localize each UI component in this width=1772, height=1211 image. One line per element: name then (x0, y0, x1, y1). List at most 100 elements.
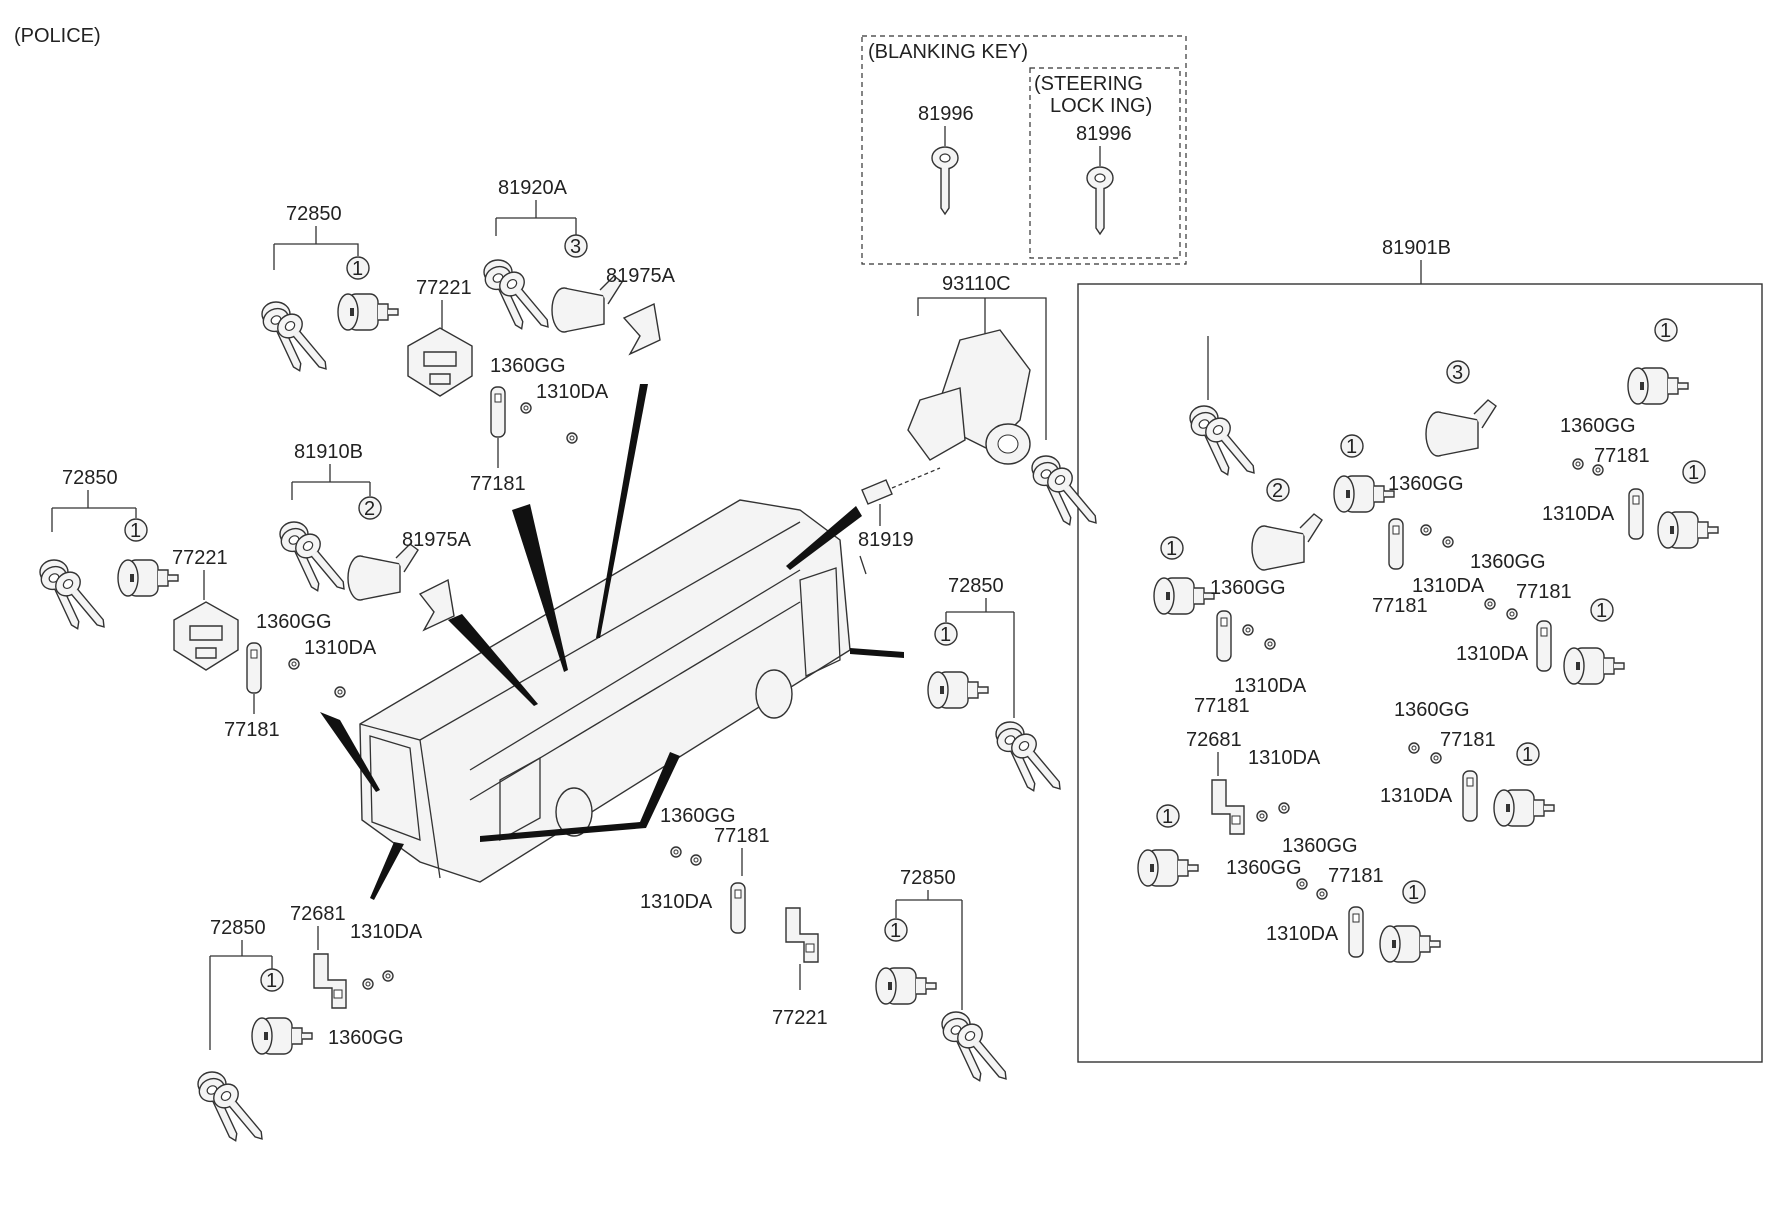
tl-circle-1-text: 1 (352, 258, 363, 280)
l-key-icon (38, 560, 114, 635)
kit-b-circle-1-text: 1 (1660, 320, 1671, 342)
kit-a-clip-77181-code: 77181 (1372, 595, 1428, 617)
kit-j-clip-77181-code: 77181 (1328, 865, 1384, 887)
t-spring-81975a-code: 81975A (606, 265, 676, 287)
kit-a-circle-1 (1340, 434, 1364, 458)
set-81920a-key-icon (482, 260, 558, 335)
kit-i-nut-1310da-icon (1278, 802, 1290, 814)
t-nut-1310da-icon (566, 432, 578, 444)
kit-j-nut-1310da-icon (1296, 878, 1308, 890)
kit-circle-3-text: 3 (1452, 362, 1463, 384)
ignition-label: 93110C (942, 273, 1011, 295)
bcr-circle-1-text: 1 (890, 920, 901, 942)
l-lock-set-bracket (51, 490, 137, 532)
kit-j-clip-icon (1348, 906, 1364, 958)
kit-circle-2 (1266, 478, 1290, 502)
set-81910b-code: 81910B (294, 441, 363, 463)
kit-j-nut-1360gg-icon (1316, 888, 1328, 900)
ignition-bracket-line (917, 297, 1047, 440)
kit-d-nut-1310da-icon (1264, 638, 1276, 650)
kit-k-circle-1-text: 1 (1408, 882, 1419, 904)
bl-circle-1-text: 1 (266, 970, 277, 992)
bl-bracket-72681-code: 72681 (290, 903, 346, 925)
kit-d-nut-1310da-code: 1310DA (1234, 675, 1307, 697)
t-clip-77181-code: 77181 (470, 473, 526, 495)
r-circle-1-text: 1 (940, 624, 951, 646)
kit-i-nut-1360gg-code: 1360GG (1226, 857, 1302, 879)
tl-lock-set-code: 72850 (286, 203, 342, 225)
l-bracket-77221-icon (173, 601, 239, 671)
steering-locking-box (1029, 67, 1181, 259)
part-81919-code: 81919 (858, 529, 914, 551)
bl-lock-set-code: 72850 (210, 917, 266, 939)
kit-c-circle-1-text: 1 (1688, 462, 1699, 484)
l-circle-1 (124, 518, 148, 542)
l-clip-77181-icon (246, 642, 262, 694)
l-lock-set-code: 72850 (62, 467, 118, 489)
l-clip-77181-code: 77181 (224, 719, 280, 741)
set-81910b-circle-2 (358, 496, 382, 520)
blank-key-right-code: 81996 (1076, 123, 1132, 145)
m-spring-81975a-code: 81975A (402, 529, 472, 551)
bl-circle-1 (260, 968, 284, 992)
bcr-lock-set-code: 72850 (900, 867, 956, 889)
t-nut-1360gg-icon (520, 402, 532, 414)
bc-bracket-77221-icon (785, 907, 819, 963)
set-81910b-bracket (291, 464, 371, 500)
l-nut-1360gg-code: 1360GG (256, 611, 332, 633)
kit-d-clip-icon (1216, 610, 1232, 662)
set-81910b-cam-icon (347, 543, 419, 601)
kit-a-nut-1360gg-icon (1420, 524, 1432, 536)
bl-lock-set-bracket (209, 940, 273, 1050)
l-bracket-77221-code: 77221 (172, 547, 228, 569)
steering-line2: LOCK ING) (1050, 95, 1152, 117)
tl-key-icon (260, 302, 336, 377)
kit-c-cylinder-icon (1657, 511, 1719, 549)
bl-key-icon (196, 1072, 272, 1147)
kit-81901b-label: 81901B (1382, 237, 1451, 259)
tl-circle-1 (346, 256, 370, 280)
bc-nut-1360gg-code: 1360GG (660, 805, 736, 827)
kit-g-clip-77181-code: 77181 (1440, 729, 1496, 751)
kit-i-cylinder-icon (1137, 849, 1199, 887)
blanking-key-title: (BLANKING KEY) (868, 41, 1028, 63)
bl-nut-1310da-icon (382, 970, 394, 982)
kit-c-circle-1 (1682, 460, 1706, 484)
kit-j-nut-1360gg-code: 1360GG (1282, 835, 1358, 857)
t-spring-81975a-icon (622, 302, 661, 356)
kit-b-nut-1310da-icon (1572, 458, 1584, 470)
kit-g-nut-1360gg-code: 1360GG (1394, 699, 1470, 721)
kit-h-cylinder-icon (1493, 789, 1555, 827)
kit-e-nut-1310da-icon (1484, 598, 1496, 610)
kit-a-nut-1360gg-code: 1360GG (1388, 473, 1464, 495)
kit-j-nut-1310da-code: 1310DA (1266, 923, 1339, 945)
kit-a-cylinder-icon (1333, 475, 1395, 513)
kit-b-clip-77181-code: 77181 (1594, 445, 1650, 467)
kit-e-nut-1360gg-icon (1506, 608, 1518, 620)
kit-a-nut-1310da-code: 1310DA (1412, 575, 1485, 597)
kit-d-cylinder-icon (1153, 577, 1215, 615)
bc-clip-77181-icon (730, 882, 746, 934)
kit-g-nut-1360gg-icon (1430, 752, 1442, 764)
l-circle-1-text: 1 (130, 520, 141, 542)
r-cylinder-icon (927, 671, 989, 709)
steering-line1: (STEERING (1034, 73, 1143, 95)
kit-a-circle-1-text: 1 (1346, 436, 1357, 458)
l-nut-1310da-code: 1310DA (304, 637, 377, 659)
kit-d-nut-1360gg-code: 1360GG (1210, 577, 1286, 599)
blank-key-left-code: 81996 (918, 103, 974, 125)
l-nut-1360gg-icon (288, 658, 300, 670)
kit-circle-3 (1446, 360, 1470, 384)
kit-b-nut-1360gg-icon (1592, 464, 1604, 476)
bc-nut-1310da-code: 1310DA (640, 891, 713, 913)
t-nut-1310da-code: 1310DA (536, 381, 609, 403)
kit-d-circle-1 (1160, 536, 1184, 560)
kit-cam-2-icon (1251, 513, 1323, 571)
blank-key-right-icon (1086, 166, 1114, 235)
set-81910b-circle-2-text: 2 (364, 498, 375, 520)
kit-circle-2-text: 2 (1272, 480, 1283, 502)
blank-key-left-icon (931, 146, 959, 215)
bc-clip-77181-code: 77181 (714, 825, 770, 847)
kit-k-circle-1 (1402, 880, 1426, 904)
